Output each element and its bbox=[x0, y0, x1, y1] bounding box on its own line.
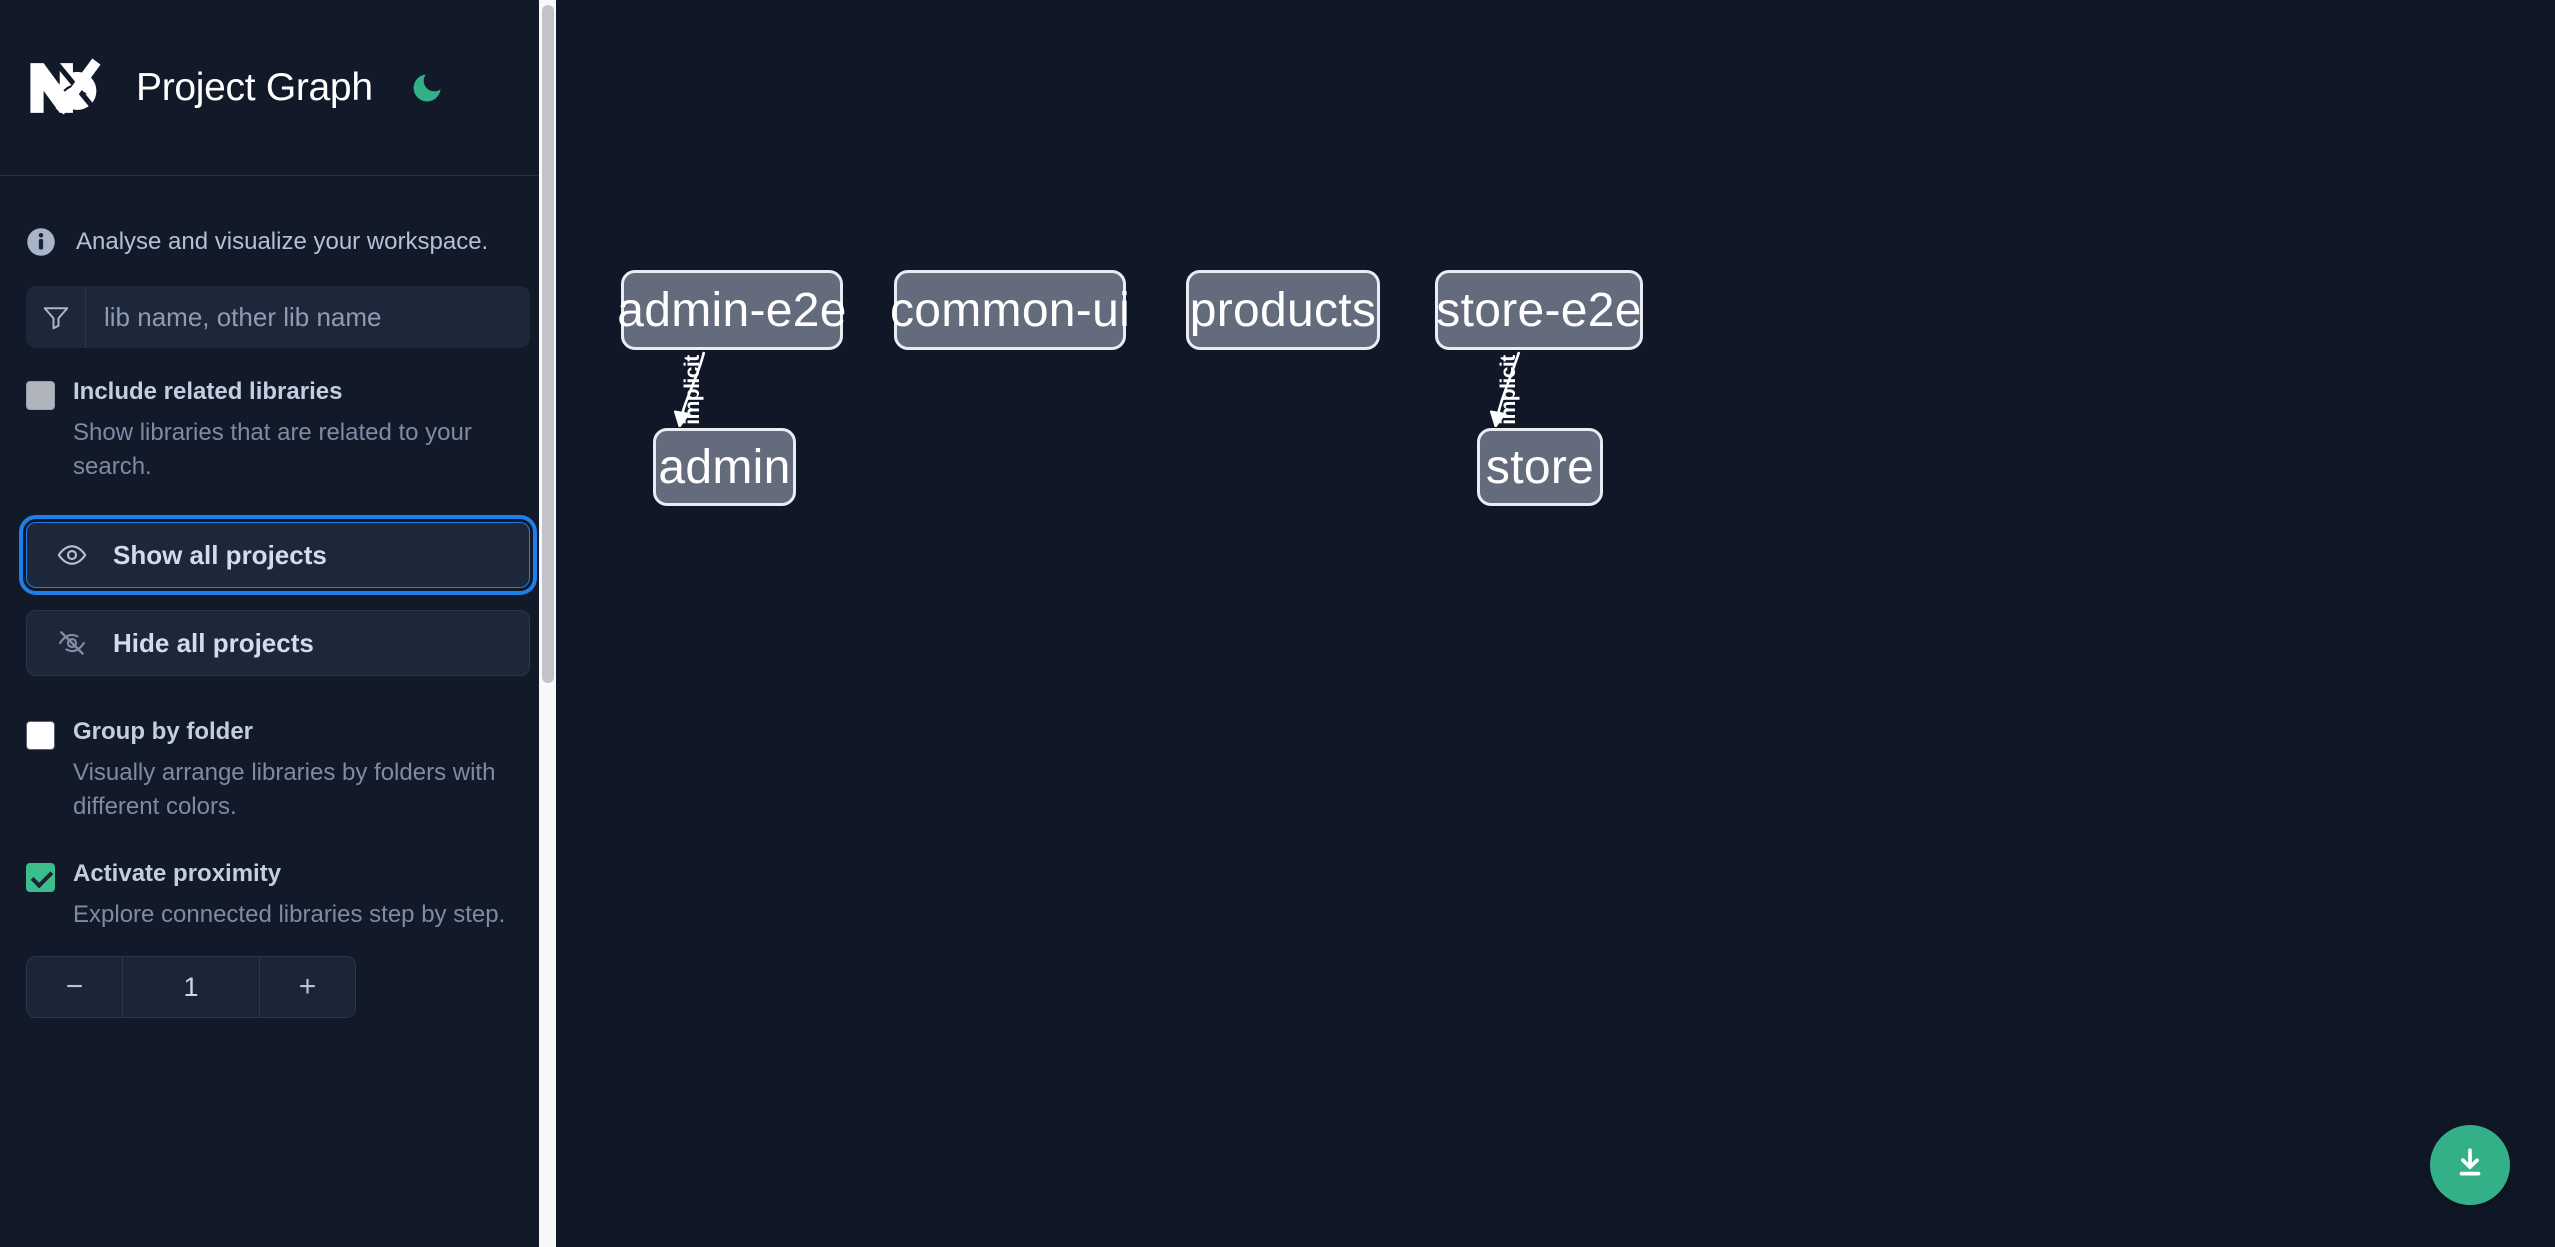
graph-node-store[interactable]: store bbox=[1477, 428, 1603, 506]
show-all-projects-label: Show all projects bbox=[113, 539, 327, 570]
workspace-info-text: Analyse and visualize your workspace. bbox=[76, 228, 489, 255]
proximity-decrement-button[interactable]: − bbox=[27, 957, 123, 1018]
eye-icon bbox=[53, 536, 91, 574]
info-icon bbox=[26, 227, 56, 257]
edge-label-store-implicit: implicit bbox=[1497, 355, 1520, 425]
graph-node-store-e2e[interactable]: store-e2e bbox=[1435, 270, 1643, 350]
sidebar-content: Project Graph Analyse and visualize yo bbox=[0, 0, 556, 1019]
download-icon bbox=[2453, 1146, 2487, 1185]
search-section bbox=[0, 286, 556, 348]
eye-off-icon bbox=[53, 624, 91, 662]
graph-canvas[interactable]: implicit implicit admin-e2e common-ui pr… bbox=[556, 0, 2555, 1247]
group-by-folder-checkbox[interactable] bbox=[26, 721, 55, 751]
hide-all-projects-label: Hide all projects bbox=[113, 627, 314, 658]
sidebar: Project Graph Analyse and visualize yo bbox=[0, 0, 556, 1247]
activate-proximity-checkbox[interactable] bbox=[26, 863, 55, 893]
hide-all-wrap: Hide all projects bbox=[0, 610, 556, 677]
visibility-buttons: Show all projects bbox=[0, 515, 556, 596]
page-title: Project Graph bbox=[136, 65, 373, 109]
graph-node-admin[interactable]: admin bbox=[653, 428, 796, 506]
option-include-related-libraries: Include related libraries Show libraries… bbox=[0, 378, 556, 484]
option-label: Activate proximity bbox=[73, 860, 282, 888]
proximity-value[interactable]: 1 bbox=[123, 957, 259, 1018]
include-related-libraries-checkbox[interactable] bbox=[26, 381, 55, 410]
sidebar-scrollbar-track[interactable] bbox=[539, 0, 556, 1247]
graph-node-products[interactable]: products bbox=[1186, 270, 1380, 350]
search-box bbox=[26, 286, 530, 348]
moon-icon[interactable] bbox=[405, 66, 449, 110]
nx-logo-icon bbox=[26, 58, 114, 118]
graph-node-common-ui[interactable]: common-ui bbox=[890, 270, 1130, 350]
option-header: Activate proximity bbox=[26, 860, 530, 893]
option-label: Include related libraries bbox=[73, 378, 343, 405]
proximity-stepper-wrap: − 1 + bbox=[0, 956, 556, 1019]
search-input[interactable] bbox=[86, 286, 530, 348]
proximity-increment-button[interactable]: + bbox=[259, 957, 355, 1018]
option-header: Include related libraries bbox=[26, 378, 530, 410]
option-header: Group by folder bbox=[26, 718, 530, 751]
hide-all-projects-button[interactable]: Hide all projects bbox=[26, 610, 530, 677]
show-all-projects-button[interactable]: Show all projects bbox=[19, 515, 537, 596]
proximity-stepper: − 1 + bbox=[26, 956, 356, 1019]
option-description: Show libraries that are related to your … bbox=[73, 419, 472, 481]
download-graph-button[interactable] bbox=[2430, 1125, 2510, 1205]
workspace-info: Analyse and visualize your workspace. bbox=[0, 176, 556, 268]
graph-edges bbox=[556, 351, 1521, 1247]
option-group-by-folder: Group by folder Visually arrange librari… bbox=[0, 718, 556, 824]
option-label: Group by folder bbox=[73, 718, 253, 746]
option-description: Explore connected libraries step by step… bbox=[73, 901, 506, 929]
sidebar-header: Project Graph bbox=[0, 0, 556, 176]
option-activate-proximity: Activate proximity Explore connected lib… bbox=[0, 860, 556, 932]
sidebar-scrollbar-thumb[interactable] bbox=[542, 5, 554, 683]
filter-icon[interactable] bbox=[26, 286, 86, 348]
graph-node-admin-e2e[interactable]: admin-e2e bbox=[617, 270, 846, 350]
option-description: Visually arrange libraries by folders wi… bbox=[73, 759, 496, 821]
edge-label-admin-implicit: implicit bbox=[681, 355, 704, 425]
